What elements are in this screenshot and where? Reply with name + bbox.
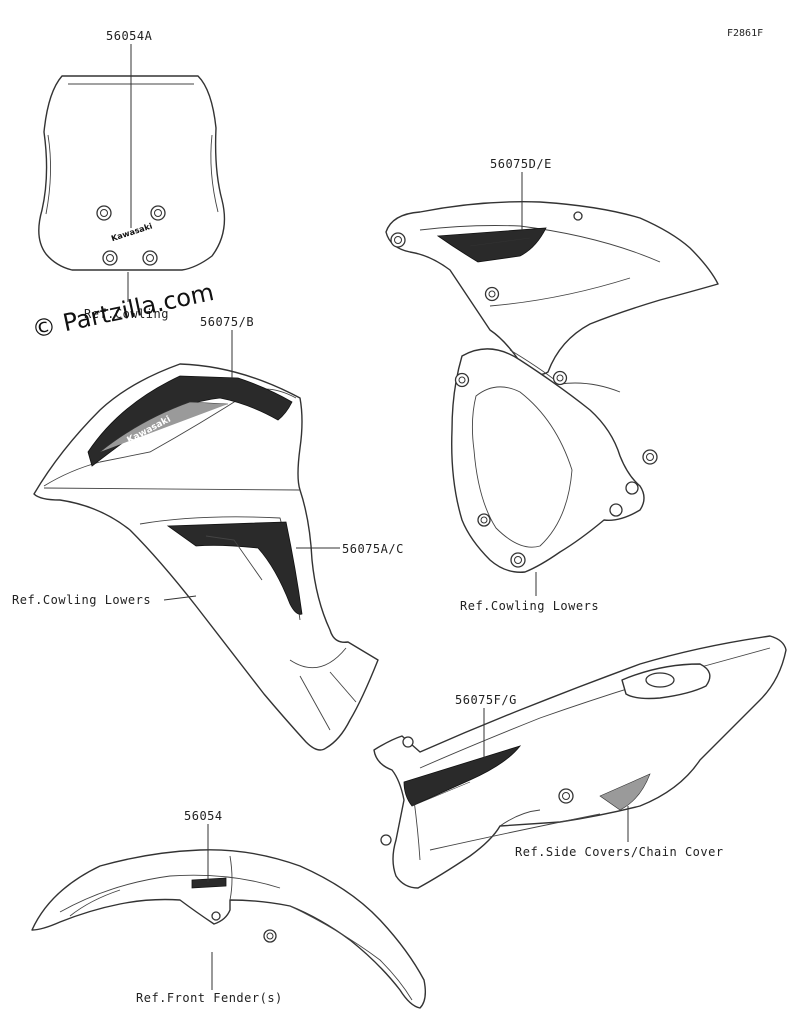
fender-ref-label[interactable]: Ref.Front Fender(s): [136, 991, 283, 1005]
side-cover-part-label[interactable]: 56075F/G: [455, 693, 517, 707]
left-cowl-part2-label[interactable]: 56075A/C: [342, 542, 404, 556]
front-fender[interactable]: [31, 849, 427, 1009]
windshield-part-label[interactable]: 56054A: [106, 29, 153, 43]
left-cowl-part-label[interactable]: 56075/B: [200, 315, 254, 329]
fender-part-label[interactable]: 56054: [184, 809, 223, 823]
windshield-ref-label[interactable]: Ref.Cowling: [84, 307, 169, 321]
upper-cowl-ref-label[interactable]: Ref.Cowling Lowers: [460, 599, 599, 613]
side-cover-ref-label[interactable]: Ref.Side Covers/Chain Cover: [515, 845, 724, 859]
figure-code: F2861F: [727, 28, 763, 39]
left-side-cowl[interactable]: Kawasaki: [33, 363, 379, 751]
side-cover[interactable]: [373, 635, 787, 889]
upper-right-cowl[interactable]: [385, 201, 719, 573]
left-cowl-ref-label[interactable]: Ref.Cowling Lowers: [12, 593, 151, 607]
windshield[interactable]: Kawasaki: [38, 75, 226, 271]
left-cowl-ref-leader: [163, 595, 197, 601]
upper-cowl-part-label[interactable]: 56075D/E: [490, 157, 552, 171]
partzilla-watermark: © Partzilla.com: [29, 278, 216, 344]
